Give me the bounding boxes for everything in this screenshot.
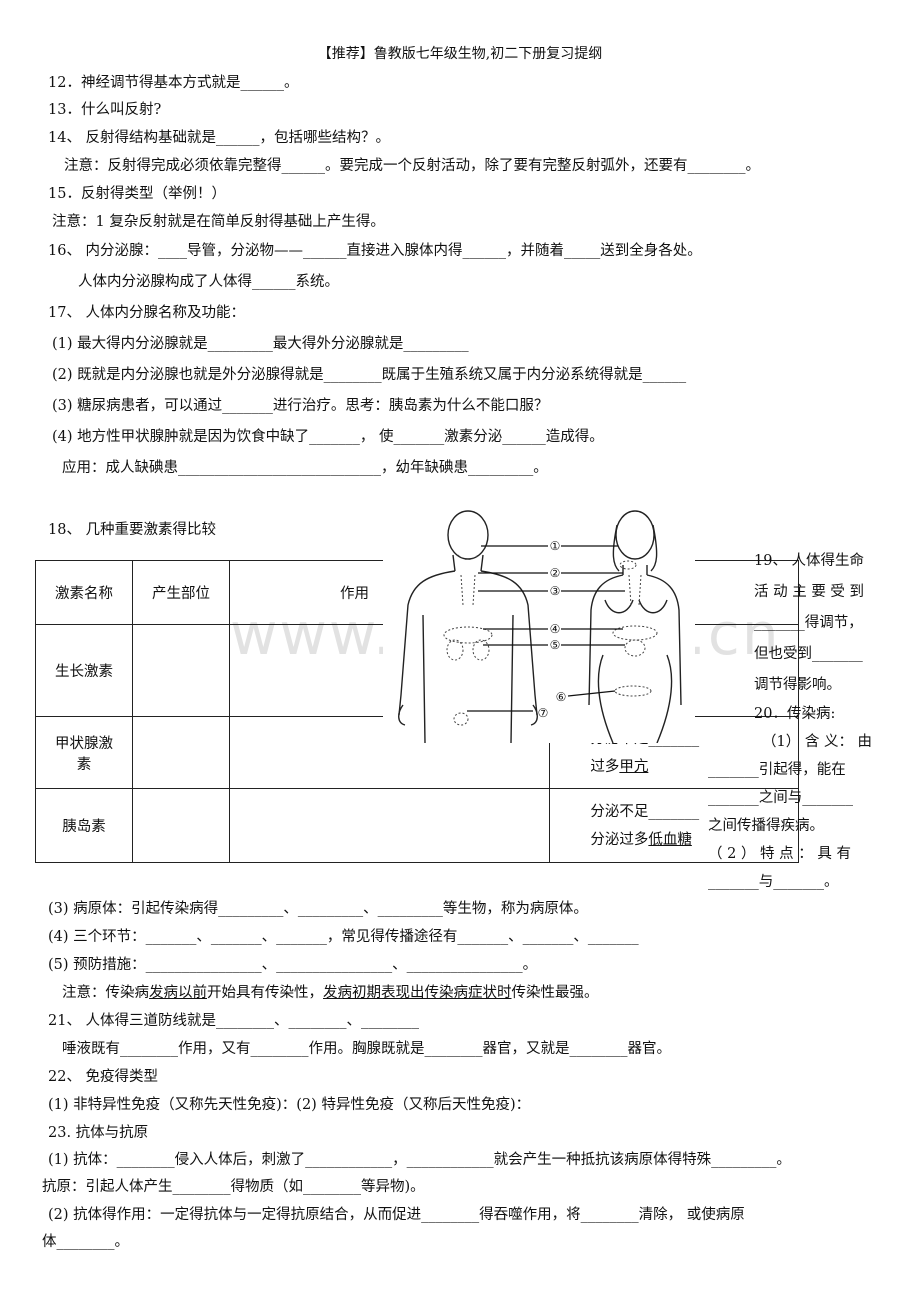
figure-label: ⑦ [538, 706, 549, 720]
q20-5: (5) 预防措施：________________、______________… [48, 957, 538, 973]
q23-1: (1) 抗体：________侵入人体后，刺激了____________，___… [48, 1152, 791, 1168]
q17-3: (3) 糖尿病患者，可以通过_______进行治疗。思考：胰岛素为什么不能口服？ [52, 398, 549, 414]
row-name: 胰岛素 [35, 788, 133, 863]
figure-label: ④ [550, 622, 561, 636]
effect-high: 分泌过多低血糖 [590, 831, 692, 848]
q21: 21、 人体得三道防线就是________、________、________ [48, 1013, 420, 1029]
q21-b: 唾液既有________作用，又有________作用。胸腺既就是_______… [62, 1041, 671, 1057]
q19-4: 但也受到_______ [754, 646, 863, 662]
figure-label: ⑤ [550, 638, 561, 652]
q19-3: _______得调节， [754, 615, 863, 631]
th-site: 产生部位 [132, 560, 230, 625]
q20-1b: _______引起得，能在 [708, 762, 846, 778]
q14: 14、 反射得结构基础就是______，包括哪些结构？。 [48, 130, 391, 146]
q20: 20．传染病: [754, 706, 836, 722]
q20-2: （ 2 ） 特 点 ： 具 有 [708, 846, 851, 862]
q12: 12．神经调节得基本方式就是______。 [48, 75, 299, 91]
row-name: 甲状腺激素 [35, 716, 133, 789]
effect-low: 分泌不足_______ [590, 803, 700, 820]
q15-note: 注意：1 复杂反射就是在简单反射得基础上产生得。 [52, 214, 385, 230]
row-name: 生长激素 [35, 624, 133, 717]
q20-1d: 之间传播得疾病。 [708, 818, 824, 834]
q22-a: (1) 非特异性免疫（又称先天性免疫)：(2) 特异性免疫（又称后天性免疫)： [48, 1097, 531, 1113]
q20-3: (3) 病原体：引起传染病得_________、_________、______… [48, 901, 588, 917]
q17-apply: 应用：成人缺碘患____________________________，幼年缺… [62, 460, 548, 476]
q17-1: (1) 最大得内分泌腺就是_________最大得外分泌腺就是_________ [52, 336, 469, 352]
q16-b: 人体内分泌腺构成了人体得______系统。 [78, 274, 339, 290]
q18: 18、 几种重要激素得比较 [48, 522, 217, 538]
q15: 15．反射得类型（举例！） [48, 186, 226, 202]
q20-4: (4) 三个环节：_______、_______、_______，常见得传播途径… [48, 929, 639, 945]
q17-2: (2) 既就是内分泌腺也就是外分泌腺得就是________既属于生殖系统又属于内… [52, 367, 687, 383]
q19-2: 活 动 主 要 受 到 [754, 584, 865, 600]
figure-label: ① [550, 539, 561, 553]
th-name: 激素名称 [35, 560, 133, 625]
q16: 16、 内分泌腺：____导管，分泌物——______直接进入腺体内得_____… [48, 243, 702, 259]
figure-label: ② [550, 566, 561, 580]
q17: 17、 人体内分腺名称及功能： [48, 305, 246, 321]
q23-antigen: 抗原：引起人体产生________得物质（如________等异物)。 [42, 1179, 425, 1195]
endocrine-figure: ① ② ③ ④ ⑤ ⑥ ⑦ [383, 505, 695, 743]
figure-label: ⑥ [556, 690, 567, 704]
q17-4: (4) 地方性甲状腺肿就是因为饮食中缺了_______， 使_______激素分… [52, 429, 604, 445]
q14-note: 注意：反射得完成必须依靠完整得______。要完成一个反射活动，除了要有完整反射… [64, 158, 760, 174]
page-header: 【推荐】鲁教版七年级生物,初二下册复习提纲 [317, 46, 603, 62]
effect-high: 过多甲亢 [590, 758, 649, 775]
q23-2: (2) 抗体得作用：一定得抗体与一定得抗原结合，从而促进________得吞噬作… [48, 1207, 745, 1223]
q23: 23. 抗体与抗原 [48, 1125, 149, 1141]
q19-5: 调节得影响。 [754, 677, 841, 693]
q13: 13．什么叫反射? [48, 102, 162, 118]
q22: 22、 免疫得类型 [48, 1069, 159, 1085]
figure-label: ③ [550, 584, 561, 598]
q20-2b: _______与_______。 [708, 874, 839, 890]
q20-1c: _______之间与_______ [708, 790, 853, 806]
q20-1: （1） 含 义： 由 [762, 734, 873, 750]
q23-2b: 体________。 [42, 1234, 129, 1250]
q20-note: 注意：传染病发病以前开始具有传染性，发病初期表现出传染病症状时传染性最强。 [62, 985, 599, 1001]
q19-1: 19、 人体得生命 [754, 553, 865, 569]
